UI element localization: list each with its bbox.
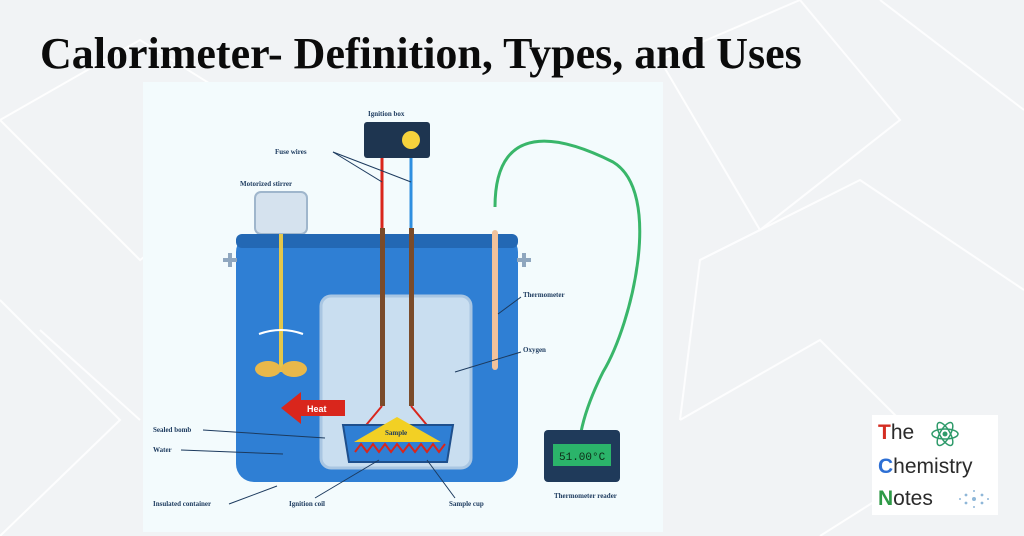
label-sample: Sample: [385, 429, 407, 437]
logo-line-notes: Notes: [878, 487, 933, 510]
label-insulated-container: Insulated container: [153, 500, 211, 508]
heat-arrow-icon: [281, 392, 345, 424]
label-water: Water: [153, 446, 172, 454]
plus-icon-right: [517, 253, 531, 267]
ignition-indicator-icon: [402, 131, 420, 149]
stirrer-motor: [254, 191, 308, 235]
sample: [354, 417, 441, 442]
molecule-dots-icon: [959, 490, 989, 508]
calorimeter-diagram: Ignition box Fuse wires Motorized stirre…: [143, 82, 663, 532]
label-sample-cup: Sample cup: [449, 500, 484, 508]
rotation-arrow-icon: [258, 329, 304, 335]
propeller-icon: [255, 361, 281, 377]
label-ignition-box: Ignition box: [368, 110, 405, 118]
page-title: Calorimeter- Definition, Types, and Uses: [40, 29, 802, 78]
label-sealed-bomb: Sealed bomb: [153, 426, 191, 434]
stirrer-shaft: [279, 234, 283, 372]
plus-icon: [223, 253, 237, 267]
ignition-box: [364, 122, 430, 158]
electrode-left: [380, 228, 385, 406]
reader-display: 51.00°C: [559, 452, 606, 464]
logo-line-chemistry: Chemistry: [878, 455, 973, 478]
thermometer-cable: [493, 139, 642, 433]
label-motorized-stirrer: Motorized stirrer: [240, 180, 292, 188]
label-thermometer-reader: Thermometer reader: [554, 492, 617, 500]
electrode-right: [409, 228, 414, 406]
label-ignition-coil: Ignition coil: [289, 500, 325, 508]
the-chemistry-notes-logo: The Chemistry Notes: [872, 415, 998, 515]
label-oxygen: Oxygen: [523, 346, 546, 354]
ignition-coil: [354, 442, 446, 454]
logo-line-the: The: [878, 421, 915, 444]
label-fuse-wires: Fuse wires: [275, 148, 307, 156]
label-thermometer: Thermometer: [523, 291, 565, 299]
thermometer: [492, 230, 498, 370]
atom-icon: [931, 421, 959, 447]
label-heat: Heat: [307, 404, 327, 414]
